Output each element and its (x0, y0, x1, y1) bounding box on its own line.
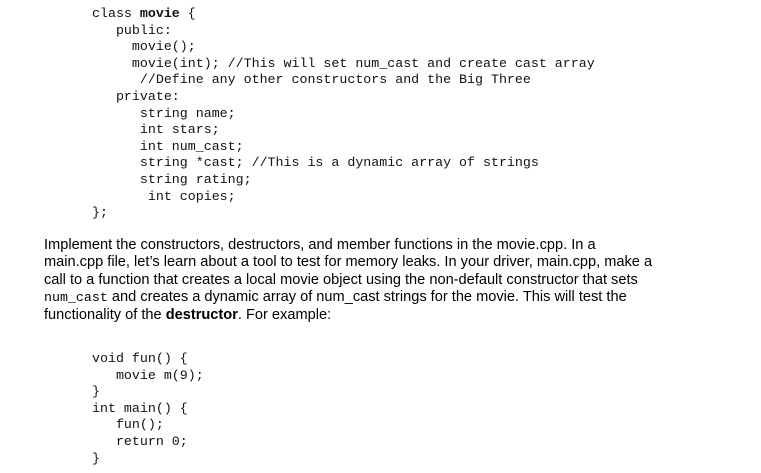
code-line: public: (92, 22, 172, 38)
code-line: } (92, 450, 100, 466)
paragraph-text: . For example: (237, 306, 332, 323)
example-code: void fun() { movie m(9);}int main() { fu… (92, 351, 204, 467)
bold-term-destructor: destructor (165, 306, 238, 323)
code-line: string *cast; //This is a dynamic array … (92, 155, 539, 171)
code-line: //Define any other constructors and the … (92, 72, 531, 88)
code-line: movie(); (92, 39, 196, 55)
code-line: int main() { (92, 400, 188, 416)
paragraph-text: functionality of the (44, 306, 166, 323)
code-line: int copies; (92, 188, 236, 204)
instructions-paragraph: Implement the constructors, destructors,… (44, 237, 744, 324)
code-line: private: (92, 88, 180, 104)
code-line: return 0; (92, 433, 188, 449)
class-name: movie (139, 6, 180, 21)
code-line: } (92, 384, 100, 400)
paragraph-line: main.cpp file, let’s learn about a tool … (44, 254, 653, 271)
code-line: string rating; (92, 171, 252, 187)
code-line: void fun() { (92, 351, 188, 366)
code-keyword-class: class (92, 6, 140, 21)
code-line: fun(); (92, 417, 164, 433)
code-line: int stars; (92, 122, 220, 138)
code-line: movie(int); //This will set num_cast and… (92, 55, 595, 71)
code-brace: { (179, 6, 196, 21)
paragraph-line: call to a function that creates a local … (44, 271, 638, 288)
paragraph-line: functionality of the destructor. For exa… (44, 307, 744, 324)
paragraph-text: and creates a dynamic array of num_cast … (107, 289, 627, 306)
code-line: string name; (92, 105, 236, 121)
paragraph-line: Implement the constructors, destructors,… (44, 237, 596, 253)
code-line: int num_cast; (92, 138, 244, 154)
code-line: movie m(9); (92, 367, 204, 383)
paragraph-line: num_cast and creates a dynamic array of … (44, 289, 744, 306)
code-line: }; (92, 205, 108, 221)
class-definition-code: class movie { public: movie(); movie(int… (92, 6, 595, 222)
code-line: class movie { (92, 6, 595, 23)
inline-code-num-cast: num_cast (44, 290, 108, 306)
